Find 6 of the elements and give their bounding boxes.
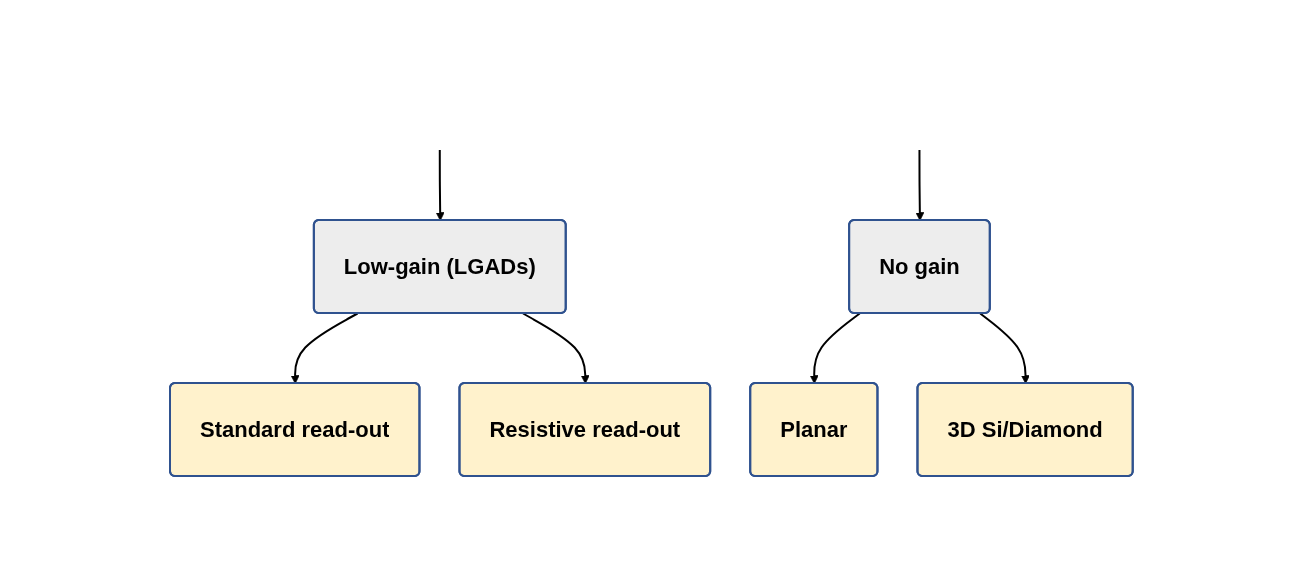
arrow bbox=[809, 312, 861, 384]
arrow bbox=[915, 148, 924, 221]
arrow bbox=[521, 312, 590, 384]
arrow bbox=[435, 148, 445, 221]
arrow bbox=[290, 312, 359, 384]
arrow bbox=[978, 312, 1030, 384]
